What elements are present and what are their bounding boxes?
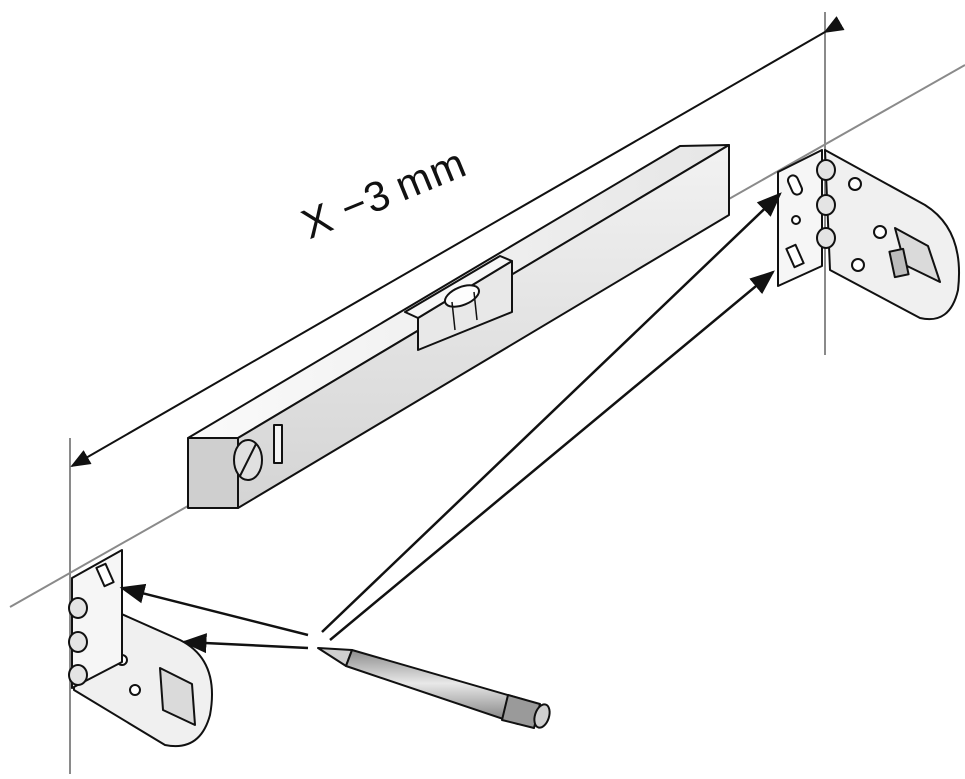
arrow-to-left-lower-hole [181,633,309,654]
arrow-to-right-lower-hole [329,270,775,641]
pencil-body [345,649,526,725]
marking-arrows [119,192,782,654]
pencil-end [533,703,551,729]
dimension-line [70,16,845,467]
level-bubble [443,284,481,308]
pencil-ferrule [501,694,541,729]
bracket-right-arm [824,149,960,321]
spirit-level-icon [187,144,730,509]
level-end-face [187,437,239,509]
pencil-icon [317,647,551,729]
arrow-to-right-upper-hole [321,192,782,633]
bracket-left-icon [68,549,213,748]
level-slot [273,424,283,464]
arrow-to-left-upper-hole [119,583,309,637]
bracket-right-icon [777,149,960,321]
